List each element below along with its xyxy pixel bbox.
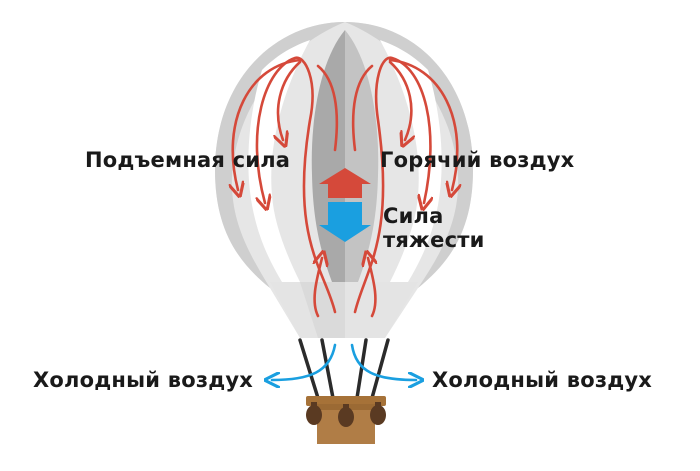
cold-air-flow-arrows xyxy=(272,343,416,380)
hot-air-flow-arrows xyxy=(233,56,458,318)
gravity-force-arrow xyxy=(319,202,371,242)
basket-ropes xyxy=(298,338,390,400)
gravity-label-line2: тяжести xyxy=(383,228,485,252)
lift-force-arrow xyxy=(319,168,371,198)
burner-bags xyxy=(306,402,386,427)
gravity-label-line1: Сила xyxy=(383,204,444,228)
cold-air-left-label: Холодный воздух xyxy=(33,368,254,392)
hot-air-label: Горячий воздух xyxy=(380,148,575,172)
lift-label: Подъемная сила xyxy=(85,148,291,172)
cold-air-right-label: Холодный воздух xyxy=(432,368,653,392)
